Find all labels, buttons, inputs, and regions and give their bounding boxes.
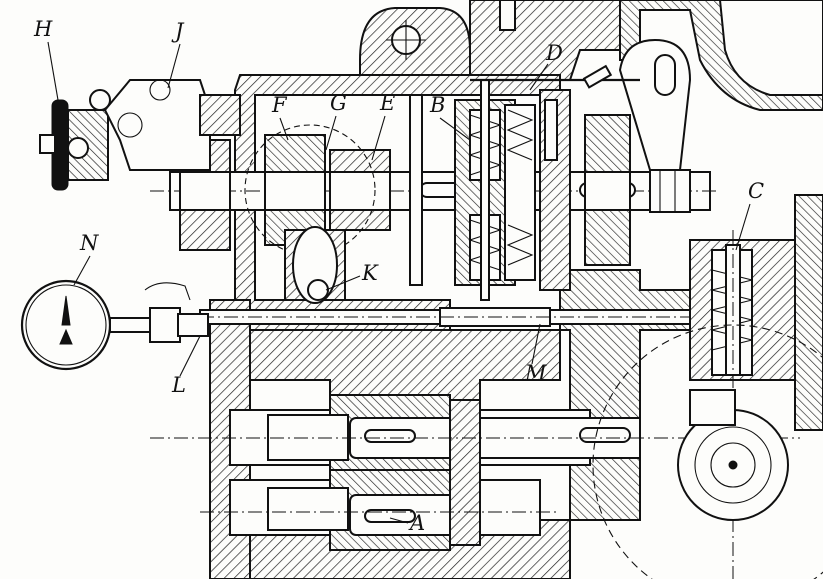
label-d: D bbox=[545, 41, 563, 65]
label-g: G bbox=[330, 91, 347, 115]
callout-labels: H J N F G E B D C K L M A bbox=[33, 17, 764, 535]
label-b: B bbox=[429, 93, 445, 117]
lever-arm bbox=[470, 38, 692, 171]
c-assembly bbox=[689, 194, 823, 579]
label-f: F bbox=[271, 93, 288, 117]
large-wheel bbox=[592, 324, 823, 579]
pressure-gauge bbox=[20, 279, 209, 371]
valve-j bbox=[103, 79, 241, 171]
label-c: C bbox=[748, 179, 764, 203]
main-shaft bbox=[150, 79, 720, 301]
label-a: A bbox=[408, 511, 425, 535]
label-j: J bbox=[171, 19, 185, 43]
label-k: K bbox=[361, 261, 379, 285]
top-casting bbox=[359, 0, 823, 111]
label-m: M bbox=[524, 361, 547, 385]
handwheel-h bbox=[39, 89, 111, 191]
lower-shafts bbox=[150, 394, 800, 551]
label-l: L bbox=[171, 373, 186, 397]
k-assembly bbox=[284, 226, 346, 304]
label-e: E bbox=[379, 91, 395, 115]
label-h: H bbox=[33, 17, 53, 41]
label-n: N bbox=[79, 231, 99, 255]
